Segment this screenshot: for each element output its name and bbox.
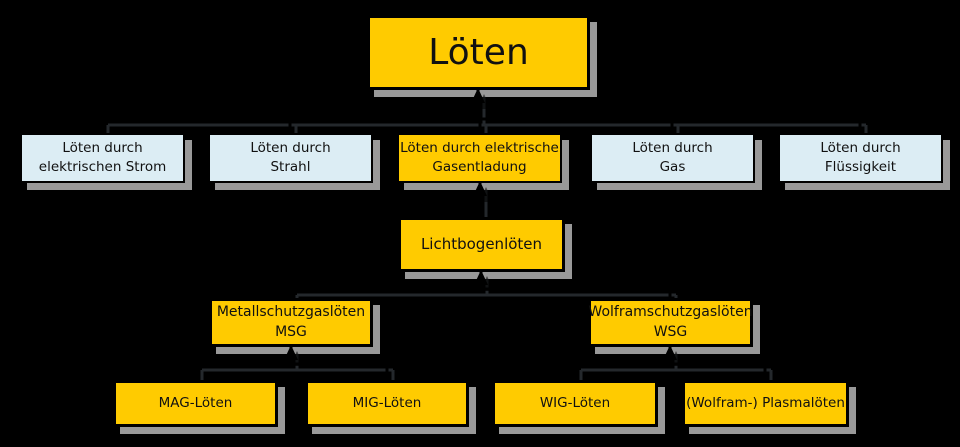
node-wolfram-plasmaloeten: (Wolfram-) Plasmalöten [682, 380, 849, 427]
node-loeten-durch-elektrische-gasentladung: Löten durch elektrische Gasentladung [397, 133, 562, 183]
node-loeten-durch-gas: Löten durch Gas [590, 133, 755, 183]
node-mag-loeten: MAG-Löten [113, 380, 278, 427]
node-loeten-durch-elektrischen-strom: Löten durch elektrischen Strom [20, 133, 185, 183]
up-arrowhead-icon [473, 181, 487, 196]
node-wig-loeten: WIG-Löten [492, 380, 658, 427]
node-metallschutzgasloeten-msg: Metallschutzgaslöten MSG [209, 298, 373, 347]
up-arrowhead-icon [284, 345, 298, 360]
up-arrowhead-icon [471, 88, 485, 103]
node-loeten-durch-strahl: Löten durch Strahl [208, 133, 373, 183]
node-wolframschutzgasloeten-wsg: Wolframschutzgaslöten WSG [588, 298, 753, 347]
up-arrowhead-icon [474, 270, 488, 285]
up-arrowhead-icon [663, 345, 677, 360]
node-mig-loeten: MIG-Löten [305, 380, 469, 427]
node-loeten: Löten [367, 15, 590, 90]
node-loeten-durch-fluessigkeit: Löten durch Flüssigkeit [778, 133, 943, 183]
node-lichtbogenloeten: Lichtbogenlöten [398, 217, 565, 272]
